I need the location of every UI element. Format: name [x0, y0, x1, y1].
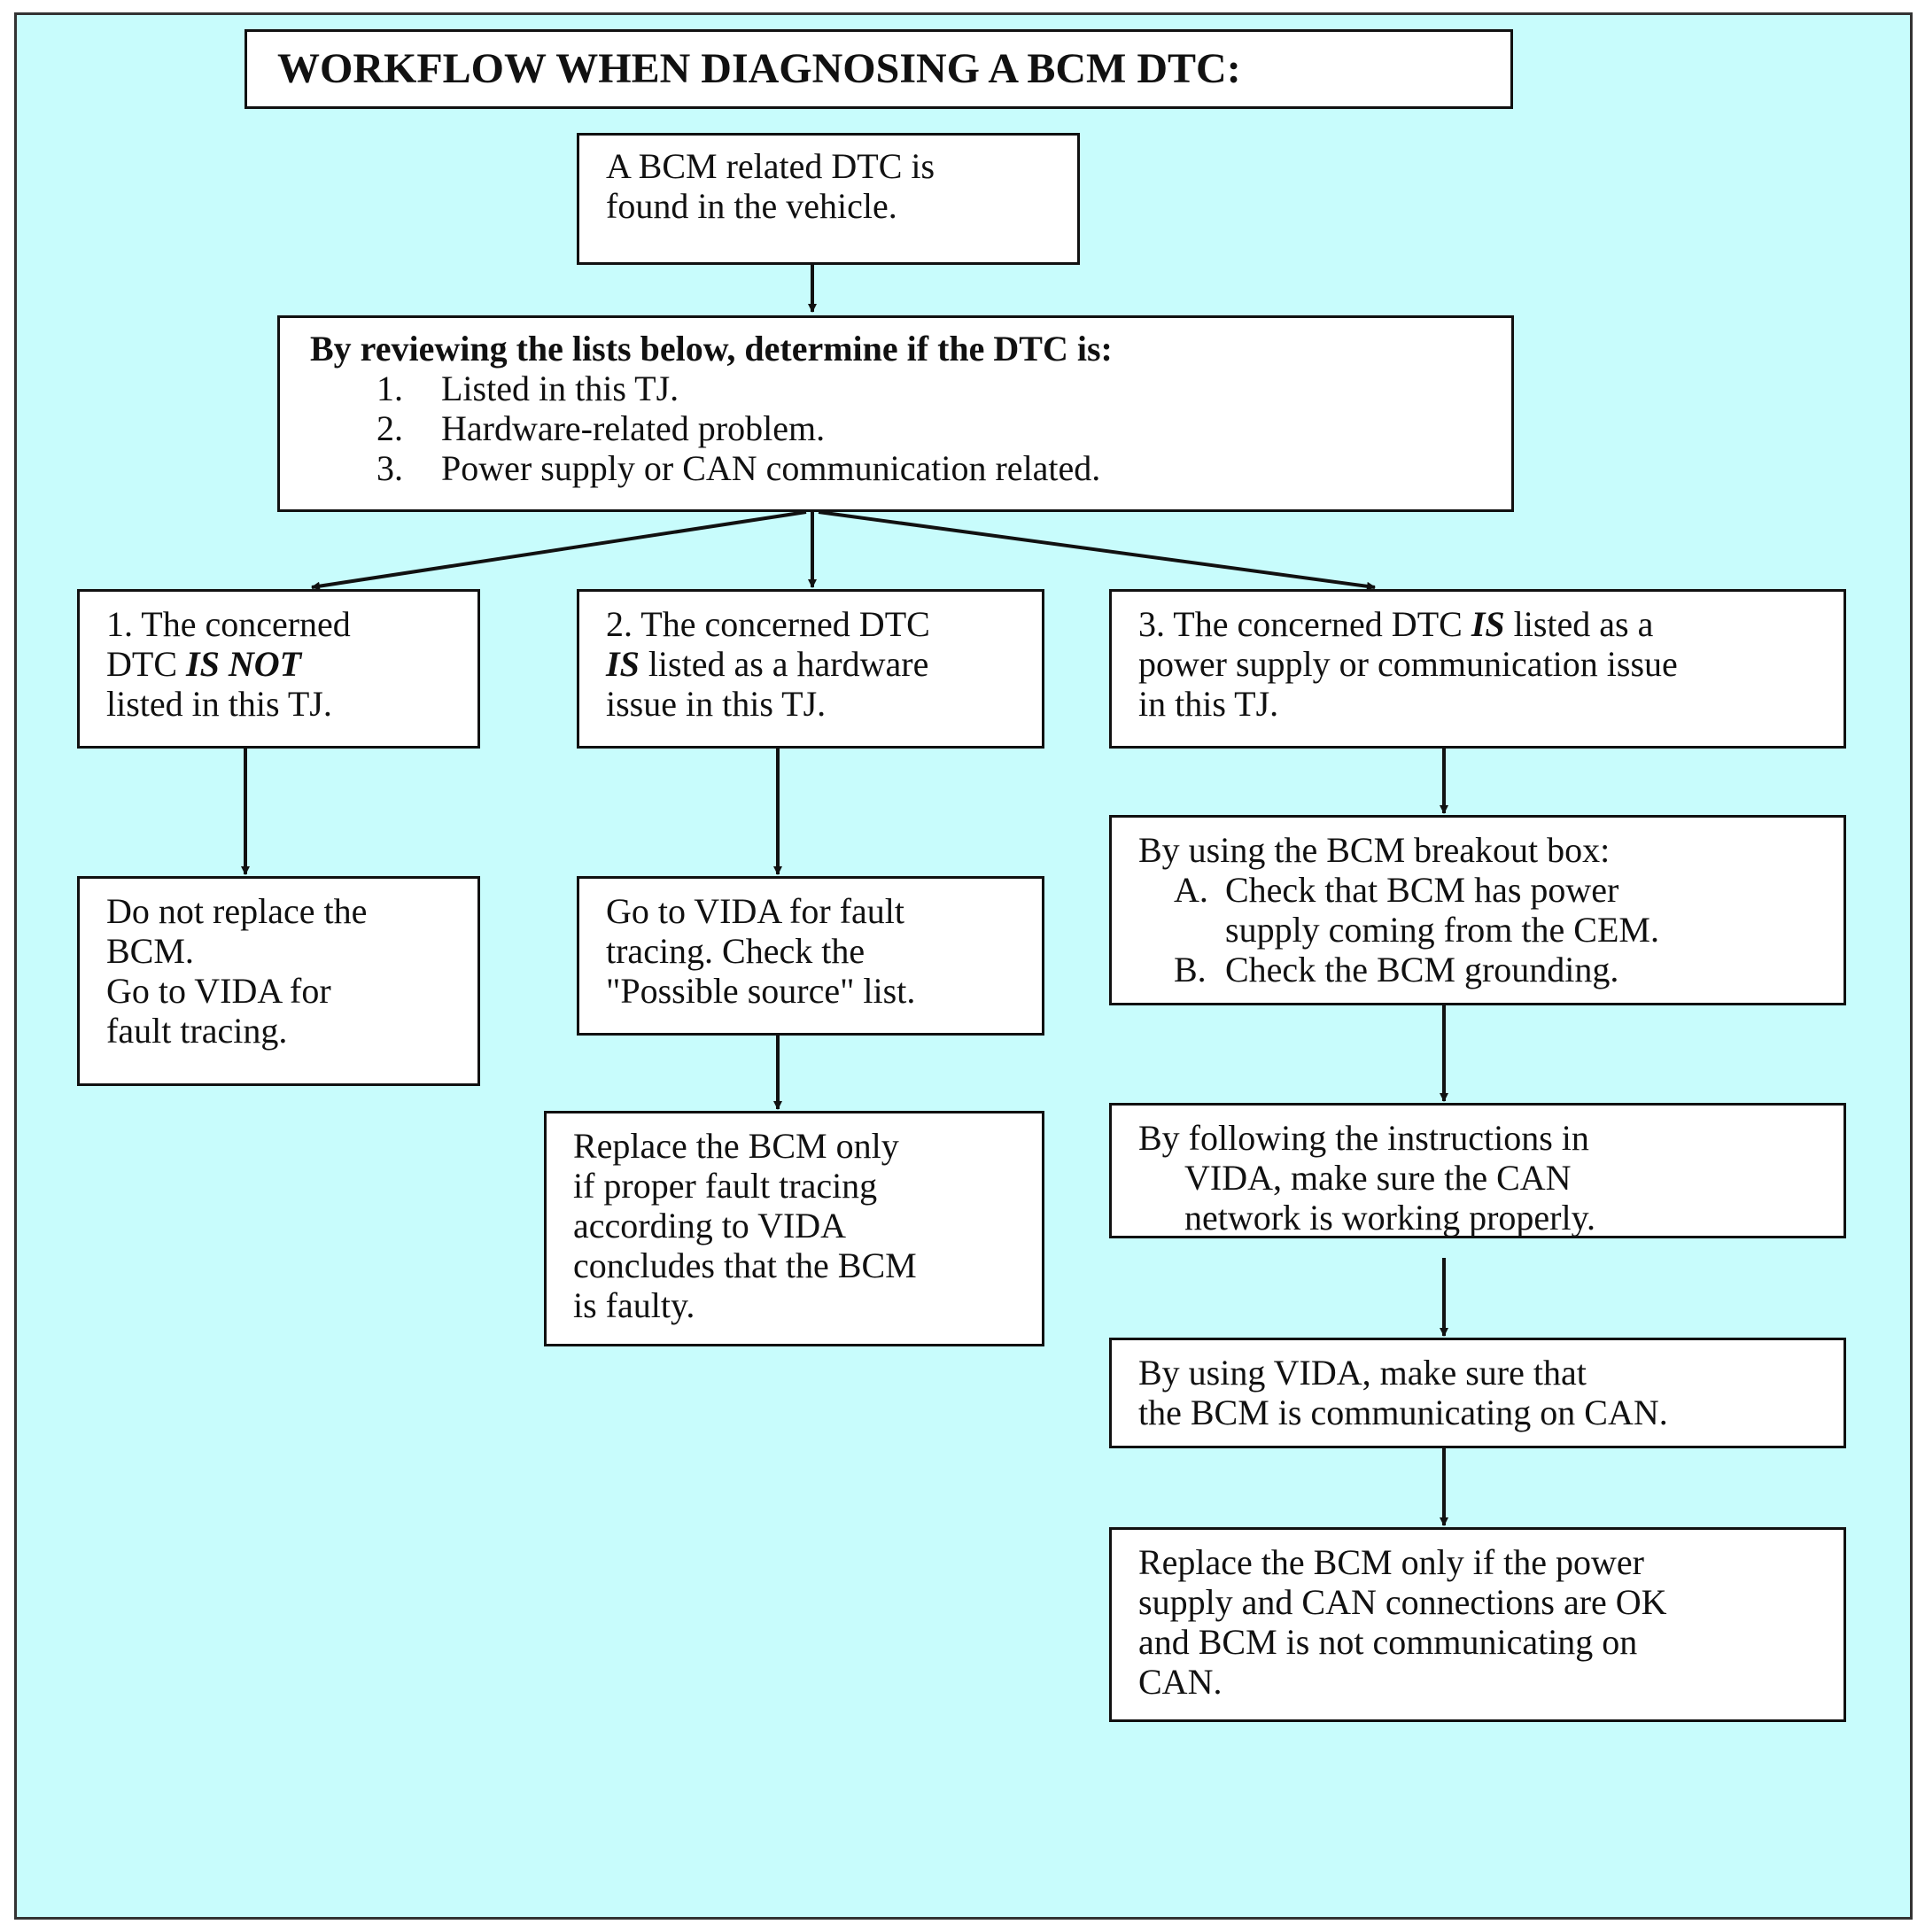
- replace2-line3: according to VIDA: [573, 1206, 847, 1245]
- network-line3: network is working properly.: [1184, 1198, 1595, 1238]
- review-item-3: 3.Power supply or CAN communication rela…: [376, 448, 1101, 488]
- replace3-line2: supply and CAN connections are OK: [1138, 1582, 1667, 1622]
- review-item-2: 2.Hardware-related problem.: [376, 408, 826, 448]
- case2-line3: issue in this TJ.: [606, 684, 827, 724]
- breakout-node: By using the BCM breakout box: A.Check t…: [1109, 815, 1846, 1005]
- breakout-list: A.Check that BCM has power supply coming…: [1174, 870, 1817, 989]
- diagram-title: WORKFLOW WHEN DIAGNOSING A BCM DTC:: [245, 29, 1513, 109]
- case2-line1: 2. The concerned DTC: [606, 604, 930, 644]
- breakout-item-a-cont: supply coming from the CEM.: [1225, 910, 1659, 950]
- replace2-line5: is faulty.: [573, 1285, 695, 1325]
- replace2-line1: Replace the BCM only: [573, 1126, 899, 1166]
- review-list: 1.Listed in this TJ. 2.Hardware-related …: [310, 369, 1485, 488]
- communicating-line1: By using VIDA, make sure that: [1138, 1353, 1587, 1393]
- replace3-line4: CAN.: [1138, 1662, 1223, 1702]
- breakout-heading: By using the BCM breakout box:: [1138, 830, 1611, 870]
- action1-line1: Do not replace the: [106, 891, 368, 931]
- replace2-node: Replace the BCM only if proper fault tra…: [544, 1111, 1044, 1346]
- breakout-item-a: A.Check that BCM has power: [1174, 870, 1619, 910]
- network-line1: By following the instructions in: [1138, 1118, 1589, 1158]
- action1-line4: fault tracing.: [106, 1011, 288, 1051]
- replace3-line1: Replace the BCM only if the power: [1138, 1542, 1644, 1582]
- replace2-line2: if proper fault tracing: [573, 1166, 878, 1206]
- breakout-item-b: B.Check the BCM grounding.: [1174, 950, 1619, 989]
- case3-node: 3. The concerned DTC IS listed as a powe…: [1109, 589, 1846, 749]
- start-line1: A BCM related DTC is: [606, 146, 935, 186]
- review-heading: By reviewing the lists below, determine …: [310, 329, 1113, 369]
- replace3-node: Replace the BCM only if the power supply…: [1109, 1527, 1846, 1722]
- replace2-line4: concludes that the BCM: [573, 1245, 917, 1285]
- arrow-review-to-case3: [818, 510, 1376, 591]
- action1-node: Do not replace the BCM. Go to VIDA for f…: [77, 876, 480, 1086]
- arrow-review-to-case1: [311, 510, 807, 591]
- case2-line2: IS listed as a hardware: [606, 644, 929, 684]
- case3-line3: in this TJ.: [1138, 684, 1279, 724]
- case3-line1: 3. The concerned DTC IS listed as a: [1138, 604, 1654, 644]
- communicating-node: By using VIDA, make sure that the BCM is…: [1109, 1338, 1846, 1448]
- network-node: By following the instructions in VIDA, m…: [1109, 1103, 1846, 1238]
- case1-line3: listed in this TJ.: [106, 684, 332, 724]
- communicating-line2: the BCM is communicating on CAN.: [1138, 1393, 1668, 1432]
- action2-line2: tracing. Check the: [606, 931, 865, 971]
- start-line2: found in the vehicle.: [606, 186, 897, 226]
- case1-line2: DTC IS NOT: [106, 644, 302, 684]
- case3-line2: power supply or communication issue: [1138, 644, 1678, 684]
- start-node: A BCM related DTC is found in the vehicl…: [577, 133, 1080, 265]
- case2-node: 2. The concerned DTC IS listed as a hard…: [577, 589, 1044, 749]
- case1-node: 1. The concerned DTC IS NOT listed in th…: [77, 589, 480, 749]
- network-line2: VIDA, make sure the CAN: [1184, 1158, 1572, 1198]
- action2-line3: "Possible source" list.: [606, 971, 916, 1011]
- review-item-1: 1.Listed in this TJ.: [376, 369, 679, 408]
- review-node: By reviewing the lists below, determine …: [277, 315, 1514, 512]
- action1-line3: Go to VIDA for: [106, 971, 331, 1011]
- action2-line1: Go to VIDA for fault: [606, 891, 904, 931]
- action2-node: Go to VIDA for fault tracing. Check the …: [577, 876, 1044, 1036]
- action1-line2: BCM.: [106, 931, 194, 971]
- replace3-line3: and BCM is not communicating on: [1138, 1622, 1638, 1662]
- case1-line1: 1. The concerned: [106, 604, 351, 644]
